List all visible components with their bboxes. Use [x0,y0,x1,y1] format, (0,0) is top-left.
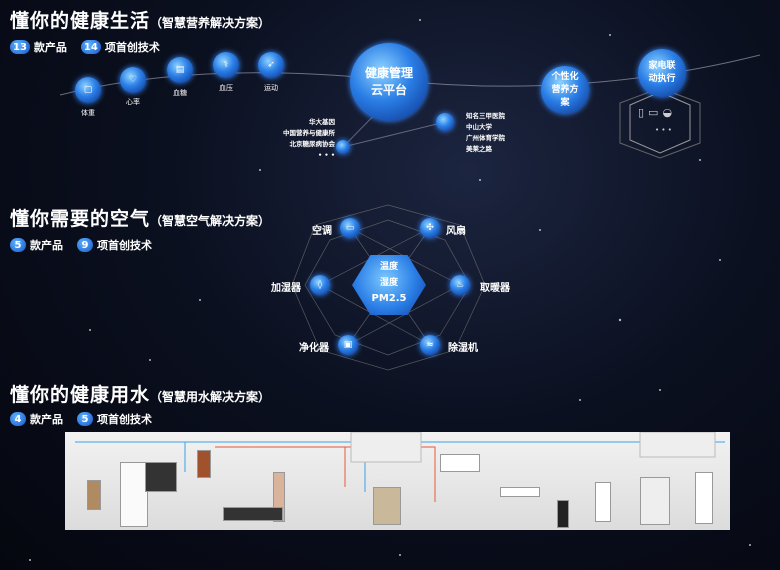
section-subtitle: （智慧营养解决方案） [150,16,271,30]
exercise-icon: ➶ [258,52,284,78]
partner-node-left [336,140,350,154]
device-label: 风扇 [446,226,466,237]
metric-label: 血压 [219,84,233,92]
electric-water-heater [440,454,480,472]
partners-right-list: 知名三甲医院中山大学 广州体育学院美莱之路 [466,112,505,153]
metric-label: 血糖 [173,89,187,97]
water-pipes [75,432,725,502]
blood-sugar-icon: ▤ [167,57,193,83]
more-dots: • • • [655,126,672,134]
heart-rate-icon: ♡ [120,67,146,93]
section-title: 懂你的健康用水 [10,384,151,406]
metric-label: 心率 [126,98,140,106]
cloud-platform-node: 健康管理云平台 [350,43,428,121]
heater-icon: ♨ [450,275,470,295]
appliance-icons: ▯▭◒ [638,106,677,119]
device-label: 取暖器 [480,283,510,294]
fan-icon: ✣ [420,218,440,238]
device-label: 加湿器 [271,283,301,294]
device-label: 除湿机 [448,343,478,354]
sofa [223,507,283,521]
appliance-link-node: 家电联动执行 [638,49,686,97]
speaker [557,500,569,528]
home-water-illustration [65,432,730,530]
section-title: 懂你需要的空气 [10,208,151,230]
partners-left-list: 华大基因中国营养与健康所 北京糖尿病协会• • • [283,118,335,159]
metric-label: 运动 [264,84,278,92]
window [145,462,177,492]
section-title: 懂你的健康生活 [10,10,151,32]
section-subtitle: （智慧空气解决方案） [150,214,271,228]
water-heater [197,450,211,478]
dispenser [595,482,611,522]
purifier-icon: ▣ [338,335,358,355]
sink [500,487,540,497]
fridge [640,477,670,525]
weight-icon: ▢ [75,77,101,103]
device-label: 空调 [312,226,332,237]
water-tank [120,462,148,527]
washing-machine [373,487,401,525]
nutrition-plan-node: 个性化营养方案 [541,66,589,114]
water-purifier [87,480,101,510]
section-subtitle: （智慧用水解决方案） [150,390,271,404]
dehumidifier-icon: ≈ [420,335,440,355]
device-label: 净化器 [299,343,329,354]
water-cooler [695,472,713,524]
blood-pressure-icon: ⚕ [213,52,239,78]
partner-node-right [436,113,454,131]
air-conditioner-icon: ▭ [340,218,360,238]
humidifier-icon: ◊ [310,275,330,295]
metric-label: 体重 [81,109,95,117]
